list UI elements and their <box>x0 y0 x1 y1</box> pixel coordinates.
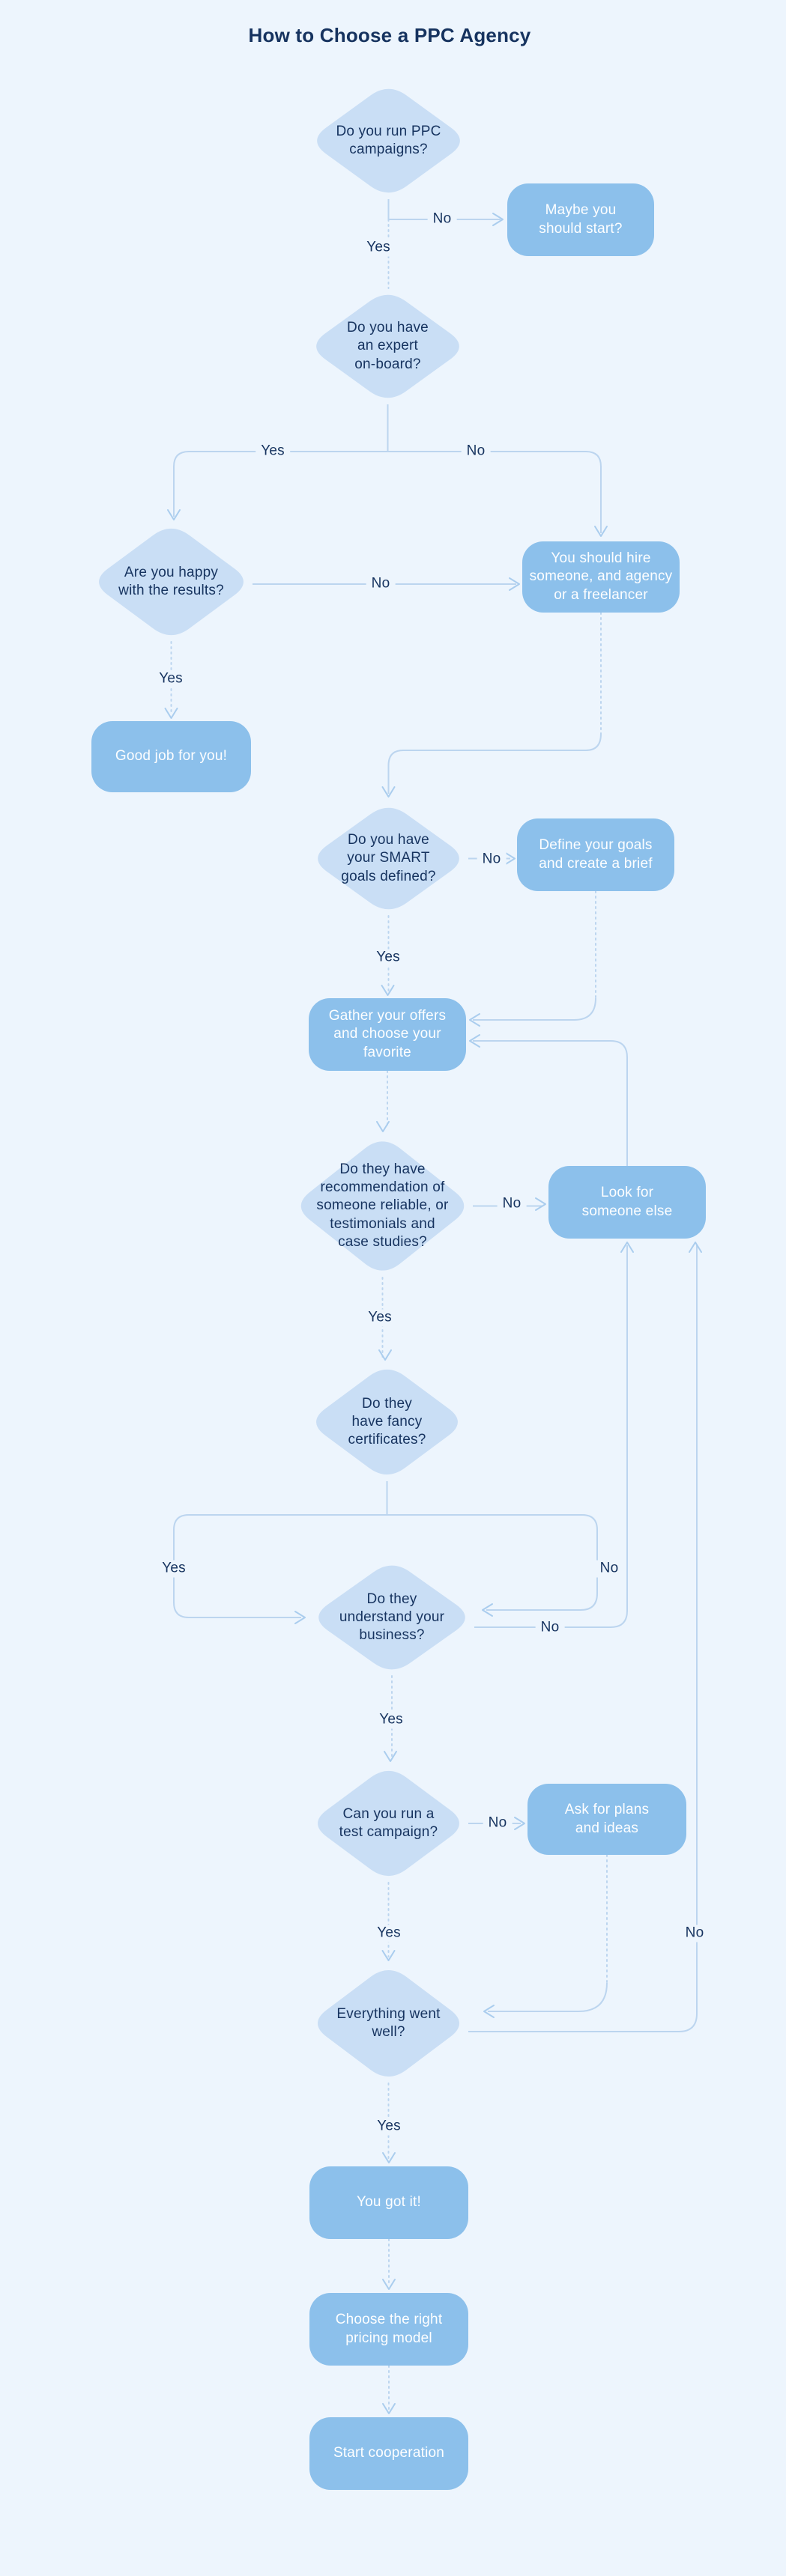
edge-label-went-well-no: No <box>680 1925 710 1942</box>
edge-label-run-ppc-yes: Yes <box>361 239 396 257</box>
action-you-got-it: You got it! <box>309 2166 468 2239</box>
diamond-q-understand <box>318 1565 465 1670</box>
decision-do-you-run-ppc-campaigns: Do you run PPC campaigns? <box>336 123 441 157</box>
edge-label-expert-yes: Yes <box>256 443 290 461</box>
action-gather-offers: Gather your offers and choose your favor… <box>309 998 466 1071</box>
edge-label-went-well-yes: Yes <box>372 2118 406 2136</box>
action-choose-pricing-model: Choose the right pricing model <box>309 2293 468 2366</box>
diamond-q-went-well <box>317 1970 460 2077</box>
edge-label-understand-no: No <box>535 1619 565 1637</box>
edge-label-test-yes: Yes <box>372 1925 406 1942</box>
edge-label-smart-yes: Yes <box>371 949 405 967</box>
diamond-q-certificates <box>316 1369 458 1475</box>
decision-have-recommendation: Do they have recommendation of someone r… <box>316 1161 449 1250</box>
edge-label-certificates-yes: Yes <box>157 1560 191 1578</box>
diamond-q-smart-goals <box>318 807 459 910</box>
page-title: How to Choose a PPC Agency <box>248 24 531 46</box>
edge-label-smart-no: No <box>477 851 507 869</box>
decision-understand-business: Do they understand your business? <box>339 1591 445 1644</box>
decision-expert-on-board: Do you have an expert on-board? <box>347 320 429 372</box>
edge-label-run-ppc-no: No <box>427 210 457 228</box>
decision-everything-went-well: Everything went well? <box>336 2005 441 2040</box>
diamond-q-happy <box>99 528 244 636</box>
action-hire-someone: You should hire someone, and agency or a… <box>522 541 680 613</box>
edge-label-recommendation-yes: Yes <box>363 1309 397 1327</box>
edge-label-happy-yes: Yes <box>154 670 188 688</box>
action-start-cooperation: Start cooperation <box>309 2417 468 2490</box>
diamond-q-expert <box>316 294 459 398</box>
diamond-q-recommendation <box>300 1141 465 1271</box>
decision-fancy-certificates: Do they have fancy certificates? <box>348 1395 426 1448</box>
action-define-goals: Define your goals and create a brief <box>517 818 674 891</box>
decision-smart-goals-defined: Do you have your SMART goals defined? <box>341 832 436 884</box>
edge-label-recommendation-no: No <box>497 1195 527 1213</box>
action-ask-for-plans: Ask for plans and ideas <box>527 1784 686 1855</box>
edge-label-test-no: No <box>483 1814 513 1832</box>
edge-label-certificates-no: No <box>594 1560 624 1578</box>
diamond-q-run-ppc <box>317 88 460 193</box>
action-good-job: Good job for you! <box>91 721 251 792</box>
edge-label-expert-no: No <box>461 443 491 461</box>
edge-label-understand-yes: Yes <box>374 1711 408 1729</box>
edge-label-happy-no: No <box>366 575 396 593</box>
decision-happy-with-results: Are you happy with the results? <box>118 564 224 598</box>
action-look-for-someone-else: Look for someone else <box>548 1166 706 1239</box>
decision-shapes <box>99 88 465 2077</box>
decision-test-campaign: Can you run a test campaign? <box>339 1805 438 1840</box>
arrowheads <box>164 213 702 2414</box>
action-maybe-you-should-start: Maybe you should start? <box>507 183 654 256</box>
diamond-q-test-campaign <box>318 1770 459 1877</box>
